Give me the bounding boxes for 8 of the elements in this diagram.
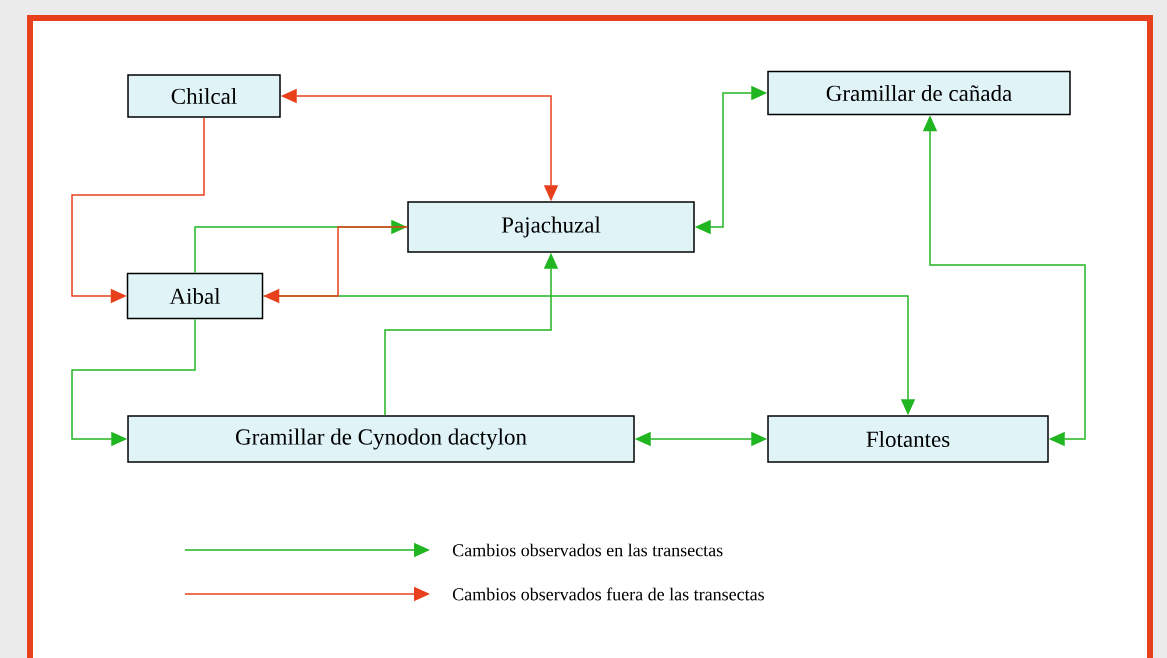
legend-text: Cambios observados fuera de las transectas: [452, 587, 764, 601]
vegetation-box: Gramillar de Cynodon dactylon: [127, 415, 635, 463]
vegetation-box: Pajachuzal: [407, 201, 695, 253]
legend-text: Cambios observados en las transectas: [452, 543, 723, 557]
vegetation-box: Chilcal: [127, 74, 281, 118]
vegetation-box: Flotantes: [767, 415, 1049, 463]
vegetation-box: Aibal: [126, 272, 264, 320]
vegetation-box: Gramillar de cañada: [767, 70, 1071, 116]
